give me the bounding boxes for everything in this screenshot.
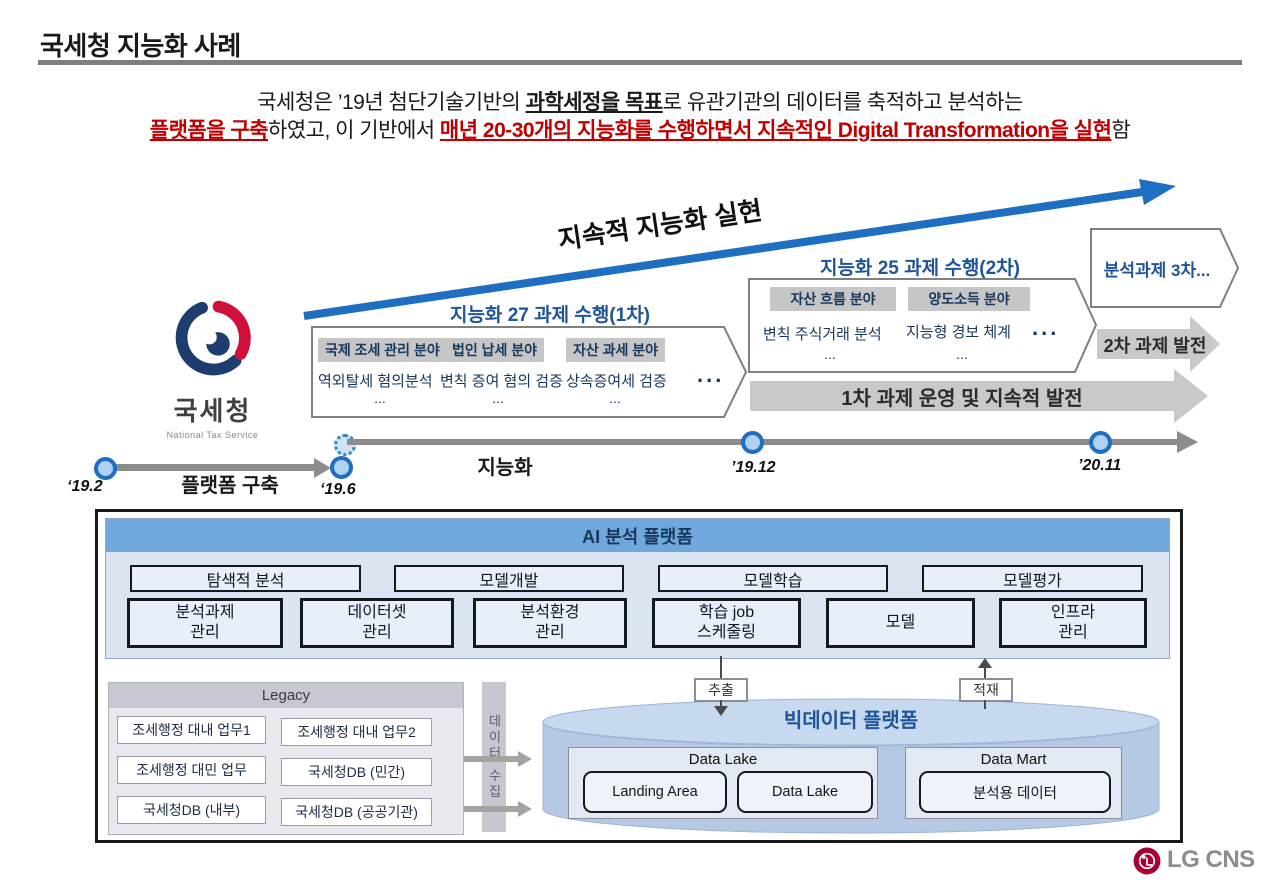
extract-label: 추출 bbox=[694, 678, 748, 702]
ai-function-box: 탐색적 분석 bbox=[130, 565, 361, 592]
phase1-col-more: ... bbox=[492, 390, 504, 406]
phase1-col-header: 자산 과세 분야 bbox=[566, 338, 666, 362]
timeline-node-19-12 bbox=[741, 431, 764, 454]
phase1-run-arrowhead-icon bbox=[1174, 369, 1208, 423]
phase3-title: 분석과제 3차... bbox=[1103, 260, 1211, 280]
intro-emphasis-red: 매년 20-30개의 지능화를 수행하면서 지속적인 Digital Trans… bbox=[439, 119, 1112, 142]
phase2-col-more: ... bbox=[956, 346, 968, 362]
load-line bbox=[984, 668, 986, 678]
legacy-title: Legacy bbox=[109, 683, 463, 708]
data-lake-inner-box: Data Lake bbox=[737, 771, 873, 813]
extract-line bbox=[720, 700, 722, 706]
intro-line-2: 플랫폼을 구축하였고, 이 기반에서 매년 20-30개의 지능화를 수행하면서… bbox=[0, 114, 1280, 144]
legacy-item: 조세행정 대내 업무1 bbox=[117, 716, 266, 744]
phase1-title: 지능화 27 과제 수행(1차) bbox=[449, 304, 651, 326]
legacy-item: 국세청DB (내부) bbox=[117, 796, 266, 824]
phase2-title: 지능화 25 과제 수행(2차) bbox=[819, 257, 1021, 279]
nts-emblem-icon bbox=[175, 300, 251, 376]
phase1-run-arrow bbox=[750, 381, 1174, 411]
growth-arrow-icon bbox=[303, 179, 1176, 320]
extract-arrowhead-icon bbox=[714, 706, 728, 716]
phase1-col-more: ... bbox=[374, 390, 386, 406]
landing-area-box: Landing Area bbox=[583, 771, 727, 813]
phase1-run-arrow-label: 1차 과제 운영 및 지속적 발전 bbox=[841, 387, 1083, 410]
timeline-date: ’20.11 bbox=[1078, 457, 1122, 474]
phase2-dev-arrowhead-icon bbox=[1190, 316, 1220, 372]
timeline1-bar bbox=[100, 464, 318, 471]
phase1-col-header: 법인 납세 분야 bbox=[445, 338, 545, 362]
timeline-date: ‘19.6 bbox=[320, 481, 356, 498]
intro-text: 국세청은 ’19년 첨단기술기반의 bbox=[257, 91, 526, 114]
collect-arrow bbox=[464, 806, 518, 812]
timeline-date: ‘19.2 bbox=[67, 478, 103, 495]
phase2-ellipsis: ... bbox=[1032, 315, 1060, 340]
phase2-col-header: 자산 흐름 분야 bbox=[770, 287, 896, 311]
phase1-col-item: 상속증여세 검증 bbox=[566, 373, 667, 390]
phase2-col-item: 변칙 주식거래 분석 bbox=[763, 326, 882, 343]
collect-arrowhead-icon bbox=[518, 801, 532, 817]
timeline-seg2-label: 지능화 bbox=[477, 456, 533, 479]
phase1-col-more: ... bbox=[609, 390, 621, 406]
collect-arrowhead-icon bbox=[518, 751, 532, 767]
data-lake-title: Data Lake bbox=[688, 751, 758, 768]
ai-platform-title: AI 분석 플랫폼 bbox=[106, 519, 1169, 552]
intro-line-1: 국세청은 ’19년 첨단기술기반의 과학세정을 목표로 유관기관의 데이터를 축… bbox=[0, 86, 1280, 116]
ai-module-box: 분석과제 관리 bbox=[127, 598, 283, 648]
intro-text: 로 유관기관의 데이터를 축적하고 분석하는 bbox=[662, 91, 1024, 114]
ai-module-box: 인프라 관리 bbox=[999, 598, 1147, 648]
legacy-item: 국세청DB (공공기관) bbox=[281, 798, 432, 826]
timeline-dotted-node bbox=[334, 434, 356, 456]
phase2-col-header: 양도소득 분야 bbox=[908, 287, 1030, 311]
phase2-col-item: 지능형 경보 체계 bbox=[906, 324, 1011, 341]
load-arrowhead-icon bbox=[978, 658, 992, 668]
nts-name: 국세청 bbox=[173, 395, 252, 426]
legacy-item: 국세청DB (민간) bbox=[281, 758, 432, 786]
phase1-ellipsis: ... bbox=[697, 362, 725, 387]
ai-module-box: 학습 job 스케줄링 bbox=[652, 598, 801, 648]
legacy-item: 조세행정 대민 업무 bbox=[117, 756, 266, 784]
ai-module-box: 모델 bbox=[826, 598, 975, 648]
phase2-dev-arrow bbox=[1097, 329, 1190, 359]
nts-subtitle: National Tax Service bbox=[166, 430, 259, 440]
intro-emphasis-red: 플랫폼을 구축 bbox=[149, 119, 269, 142]
intro-text: 함 bbox=[1111, 119, 1131, 142]
phase1-col-header: 국제 조세 관리 분야 bbox=[318, 338, 447, 362]
timeline-node-20-11 bbox=[1089, 431, 1112, 454]
ai-function-box: 모델평가 bbox=[922, 565, 1143, 592]
timeline-node-19-6 bbox=[330, 456, 353, 479]
timeline1-arrowhead-icon bbox=[314, 458, 331, 478]
analysis-data-box: 분석용 데이터 bbox=[919, 771, 1111, 813]
intro-emphasis-black: 과학세정을 목표 bbox=[525, 91, 664, 114]
title-divider bbox=[38, 60, 1242, 65]
timeline2-arrowhead-icon bbox=[1177, 431, 1198, 453]
timeline-date: ’19.12 bbox=[731, 459, 776, 476]
phase1-col-item: 변칙 증여 혐의 검증 bbox=[440, 373, 563, 390]
page-title: 국세청 지능화 사례 bbox=[40, 31, 241, 61]
timeline-node-19-2 bbox=[94, 457, 117, 480]
load-line bbox=[984, 700, 986, 709]
bigdata-title: 빅데이터 플랫폼 bbox=[783, 709, 919, 732]
intro-text: 하였고, 이 기반에서 bbox=[268, 119, 440, 142]
phase1-col-item: 역외탈세 혐의분석 bbox=[318, 373, 433, 390]
lg-logo-icon bbox=[1133, 847, 1161, 875]
ai-module-box: 분석환경 관리 bbox=[473, 598, 627, 648]
phase2-col-more: ... bbox=[824, 346, 836, 362]
legacy-item: 조세행정 대내 업무2 bbox=[281, 718, 432, 746]
phase3-chevron-box bbox=[1090, 228, 1240, 308]
data-mart-title: Data Mart bbox=[980, 751, 1047, 768]
ai-module-box: 데이터셋 관리 bbox=[300, 598, 454, 648]
brand-text: LG CNS bbox=[1167, 846, 1255, 873]
ai-function-box: 모델학습 bbox=[658, 565, 888, 592]
ai-function-box: 모델개발 bbox=[394, 565, 624, 592]
collect-arrow bbox=[464, 756, 518, 762]
phase2-dev-arrow-label: 2차 과제 발전 bbox=[1103, 336, 1207, 356]
extract-line bbox=[720, 656, 722, 678]
load-label: 적재 bbox=[959, 678, 1013, 702]
timeline-seg1-label: 플랫폼 구축 bbox=[181, 474, 279, 497]
